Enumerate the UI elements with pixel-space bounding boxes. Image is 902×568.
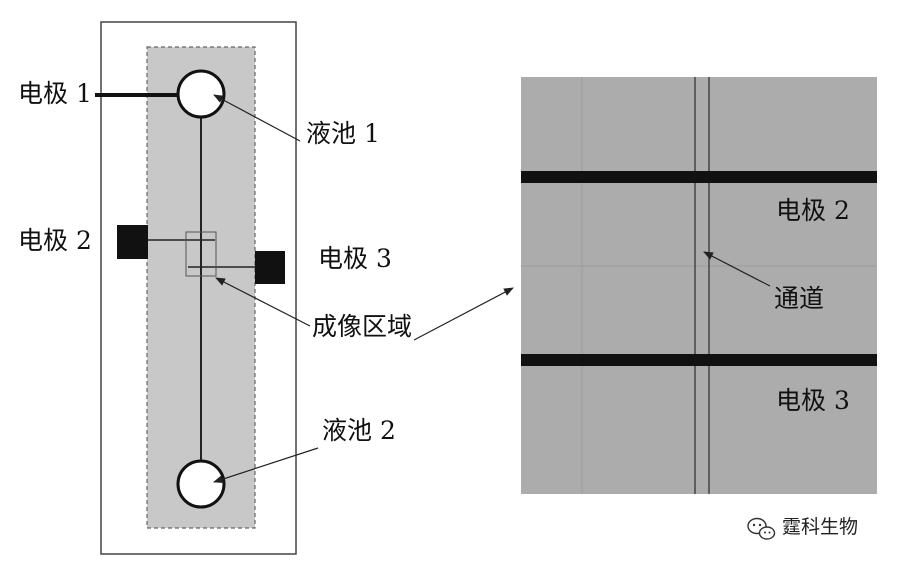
- imaging-area-box: [185, 231, 217, 277]
- zoom-panel: [521, 77, 877, 494]
- zoom-electrode-3-bar: [521, 354, 877, 366]
- reservoir-2-label: 液池 2: [322, 416, 396, 445]
- wechat-icon: [747, 517, 776, 540]
- watermark-text: 霆科生物: [782, 516, 859, 538]
- reservoir-2-circle: [176, 459, 226, 509]
- imaging-area-arrow: [215, 277, 311, 327]
- electrode-3-pad: [255, 251, 285, 284]
- electrode-2-left-label: 电极 2: [18, 226, 92, 255]
- reservoir-1-circle: [176, 69, 226, 119]
- electrode-1-label: 电极 1: [18, 79, 92, 108]
- channel-arrow: [703, 251, 771, 287]
- reservoir-2-arrow: [213, 447, 319, 484]
- imaging-area-label: 成像区域: [312, 312, 413, 341]
- zoom-tint: [521, 77, 877, 494]
- electrode-3-right-label: 电极 3: [776, 386, 850, 415]
- zoom-arrow: [413, 287, 514, 341]
- reservoir-1-arrow: [213, 94, 301, 142]
- electrode-2-pad: [117, 225, 148, 259]
- electrode-3-left-label: 电极 3: [318, 244, 392, 273]
- channel-label: 通道: [774, 284, 825, 313]
- reservoir-1-label: 液池 1: [306, 119, 380, 148]
- zoom-electrode-2-bar: [521, 171, 877, 183]
- electrode-2-right-label: 电极 2: [776, 196, 850, 225]
